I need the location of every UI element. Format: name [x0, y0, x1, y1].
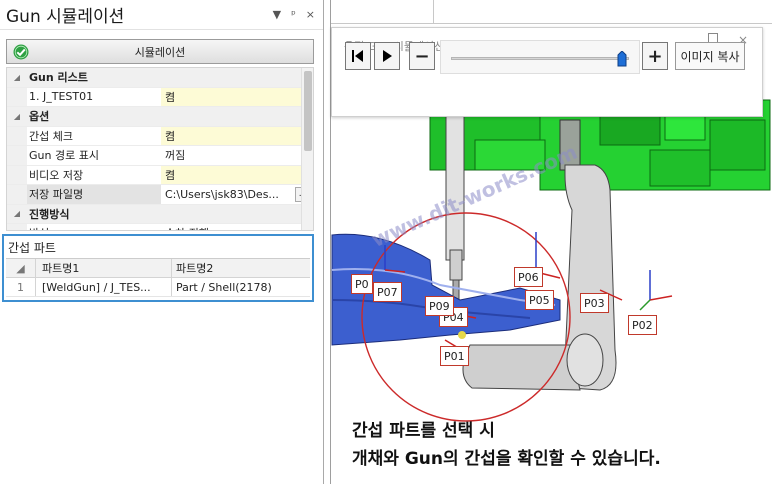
interference-grid-header: ◢ 파트명1 파트명2 [6, 259, 310, 278]
row-gutter [7, 185, 27, 204]
row-gutter [7, 165, 27, 184]
caption: 간섭 파트를 선택 시 개채와 Gun의 간섭을 확인할 수 있습니다. [352, 417, 661, 473]
row-index: 1 [6, 278, 36, 296]
plus-icon: + [647, 45, 663, 67]
skip-back-icon [352, 50, 363, 62]
row-gutter [7, 224, 27, 230]
check-icon [13, 44, 29, 59]
point-label[interactable]: P09 [425, 296, 454, 316]
row-part1: [WeldGun] / J_TES... [36, 278, 172, 296]
property-name: Gun 경로 표시 [29, 149, 99, 163]
property-value[interactable]: 순차 진행 [161, 224, 313, 230]
caption-line-2: 개채와 Gun의 간섭을 확인할 수 있습니다. [352, 449, 661, 469]
simulate-button[interactable]: 시뮬레이션 [6, 39, 314, 64]
row-part2: Part / Shell(2178) [176, 280, 272, 294]
property-value[interactable]: 켬 [161, 126, 313, 145]
property-name: 방식 [27, 224, 161, 230]
gun-arm [462, 164, 617, 391]
point-label[interactable]: P02 [628, 315, 657, 335]
close-icon[interactable]: × [737, 33, 748, 47]
first-frame-button[interactable] [345, 42, 371, 70]
property-value[interactable]: 꺼짐 [161, 146, 313, 165]
property-value[interactable]: 켬 [161, 165, 313, 184]
close-icon[interactable]: × [305, 8, 315, 21]
property-row[interactable]: Gun 경로 표시 꺼짐 [7, 146, 313, 166]
property-category[interactable]: ◢옵션 [7, 107, 313, 127]
dropdown-icon[interactable]: ▼ [272, 8, 282, 21]
property-value[interactable]: 켬 [161, 87, 313, 106]
property-scrollbar[interactable] [301, 68, 313, 230]
frame-slider[interactable] [440, 40, 640, 74]
property-name: 1. J_TEST01 [29, 90, 94, 104]
point-label[interactable]: P06 [514, 267, 543, 287]
collapse-icon[interactable]: ◢ [7, 107, 27, 126]
panel-title: Gun 시뮬레이션 [6, 7, 125, 27]
point-label[interactable]: P07 [373, 282, 402, 302]
slider-thumb[interactable] [617, 51, 627, 67]
row-gutter [7, 126, 27, 145]
play-icon [383, 50, 392, 62]
property-value-text: 꺼짐 [165, 149, 186, 163]
collapse-icon[interactable]: ◢ [7, 68, 27, 87]
property-row[interactable]: 비디오 저장 켬 [7, 165, 313, 185]
property-category[interactable]: ◢Gun 리스트 [7, 68, 313, 88]
table-row[interactable]: 1 [WeldGun] / J_TES... Part / Shell(2178… [6, 278, 310, 297]
property-name: 간섭 체크 [29, 129, 73, 143]
collapse-icon[interactable]: ◢ [7, 204, 27, 223]
property-row[interactable]: 간섭 체크 켬 [7, 126, 313, 146]
property-name: Gun 리스트 [27, 68, 313, 87]
interference-panel: 간섭 파트 ◢ 파트명1 파트명2 1 [WeldGun] / J_TES...… [2, 234, 314, 302]
zoom-out-button[interactable]: − [409, 42, 435, 70]
copy-image-button[interactable]: 이미지 복사 [675, 42, 745, 70]
property-name: 비디오 저장 [29, 168, 84, 182]
panel-header: Gun 시뮬레이션 ▼ ᵖ × [0, 0, 323, 30]
minus-icon: − [414, 45, 430, 67]
point-label[interactable]: P05 [525, 290, 554, 310]
property-value-text: 켬 [165, 168, 176, 182]
row-gutter [7, 87, 27, 106]
property-value[interactable]: C:\Users\jsk83\Des...... [161, 185, 313, 204]
caption-line-1: 간섭 파트를 선택 시 [352, 421, 495, 441]
property-name: 저장 파일명 [27, 185, 161, 204]
point-label[interactable]: P0 [351, 274, 373, 294]
interference-grid: ◢ 파트명1 파트명2 1 [WeldGun] / J_TES... Part … [6, 258, 310, 297]
zoom-in-button[interactable]: + [642, 42, 668, 70]
row-gutter [7, 146, 27, 165]
property-category[interactable]: ◢진행방식 [7, 204, 313, 224]
column-header-part1[interactable]: 파트명1 [36, 259, 172, 277]
interference-title: 간섭 파트 [8, 240, 56, 255]
slider-track [451, 57, 629, 60]
property-name: 옵션 [27, 107, 313, 126]
play-button[interactable] [374, 42, 400, 70]
property-row[interactable]: 방식 순차 진행 [7, 224, 313, 230]
simulate-button-label: 시뮬레이션 [134, 45, 186, 59]
property-value-text: 켬 [165, 90, 176, 104]
scrollbar-thumb[interactable] [304, 71, 312, 151]
property-value-text: 켬 [165, 129, 176, 143]
panel-controls: ▼ ᵖ × [273, 8, 315, 21]
interference-circle [361, 212, 571, 422]
column-header-part2[interactable]: 파트명2 [176, 262, 214, 275]
property-value-text: 순차 진행 [165, 225, 313, 230]
property-name: 진행방식 [27, 204, 313, 223]
property-value-text: C:\Users\jsk83\Des... [165, 187, 279, 201]
point-label[interactable]: P01 [440, 346, 469, 366]
pin-icon[interactable]: ᵖ [291, 8, 296, 21]
property-row[interactable]: 1. J_TEST01 켬 [7, 87, 313, 107]
corner-icon[interactable]: ◢ [6, 259, 36, 277]
point-label[interactable]: P03 [580, 293, 609, 313]
